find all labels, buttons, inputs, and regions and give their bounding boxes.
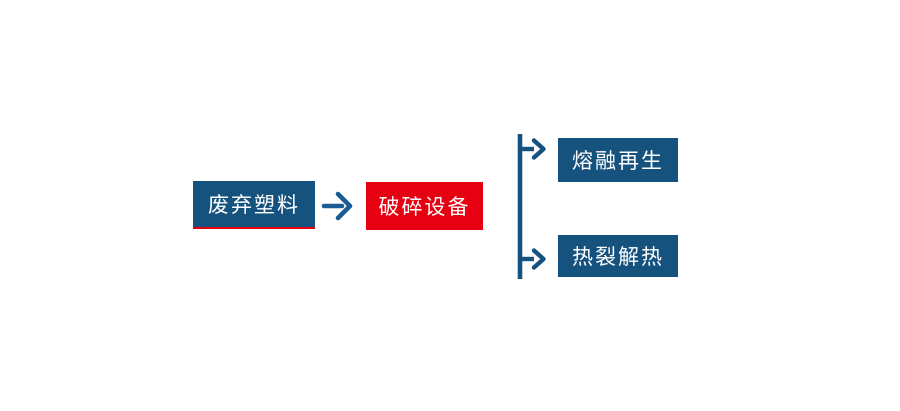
- node-crushing-equipment: 破碎设备: [366, 182, 483, 230]
- node-waste-plastic-label: 废弃塑料: [208, 194, 300, 217]
- branch-connector-icon: [517, 134, 546, 279]
- flow-arrow-right-icon: [321, 191, 353, 221]
- node-pyrolysis-heat: 热裂解热: [558, 235, 678, 277]
- node-melt-regeneration-label: 熔融再生: [572, 150, 664, 173]
- connector-top-arrow-head: [531, 138, 546, 160]
- connector-bottom-arrow-head: [531, 248, 546, 270]
- node-melt-regeneration: 熔融再生: [558, 138, 678, 182]
- arrow-head: [335, 191, 353, 221]
- node-crushing-equipment-label: 破碎设备: [378, 196, 471, 219]
- node-waste-plastic: 废弃塑料: [193, 181, 315, 229]
- node-pyrolysis-heat-label: 热裂解热: [572, 246, 664, 269]
